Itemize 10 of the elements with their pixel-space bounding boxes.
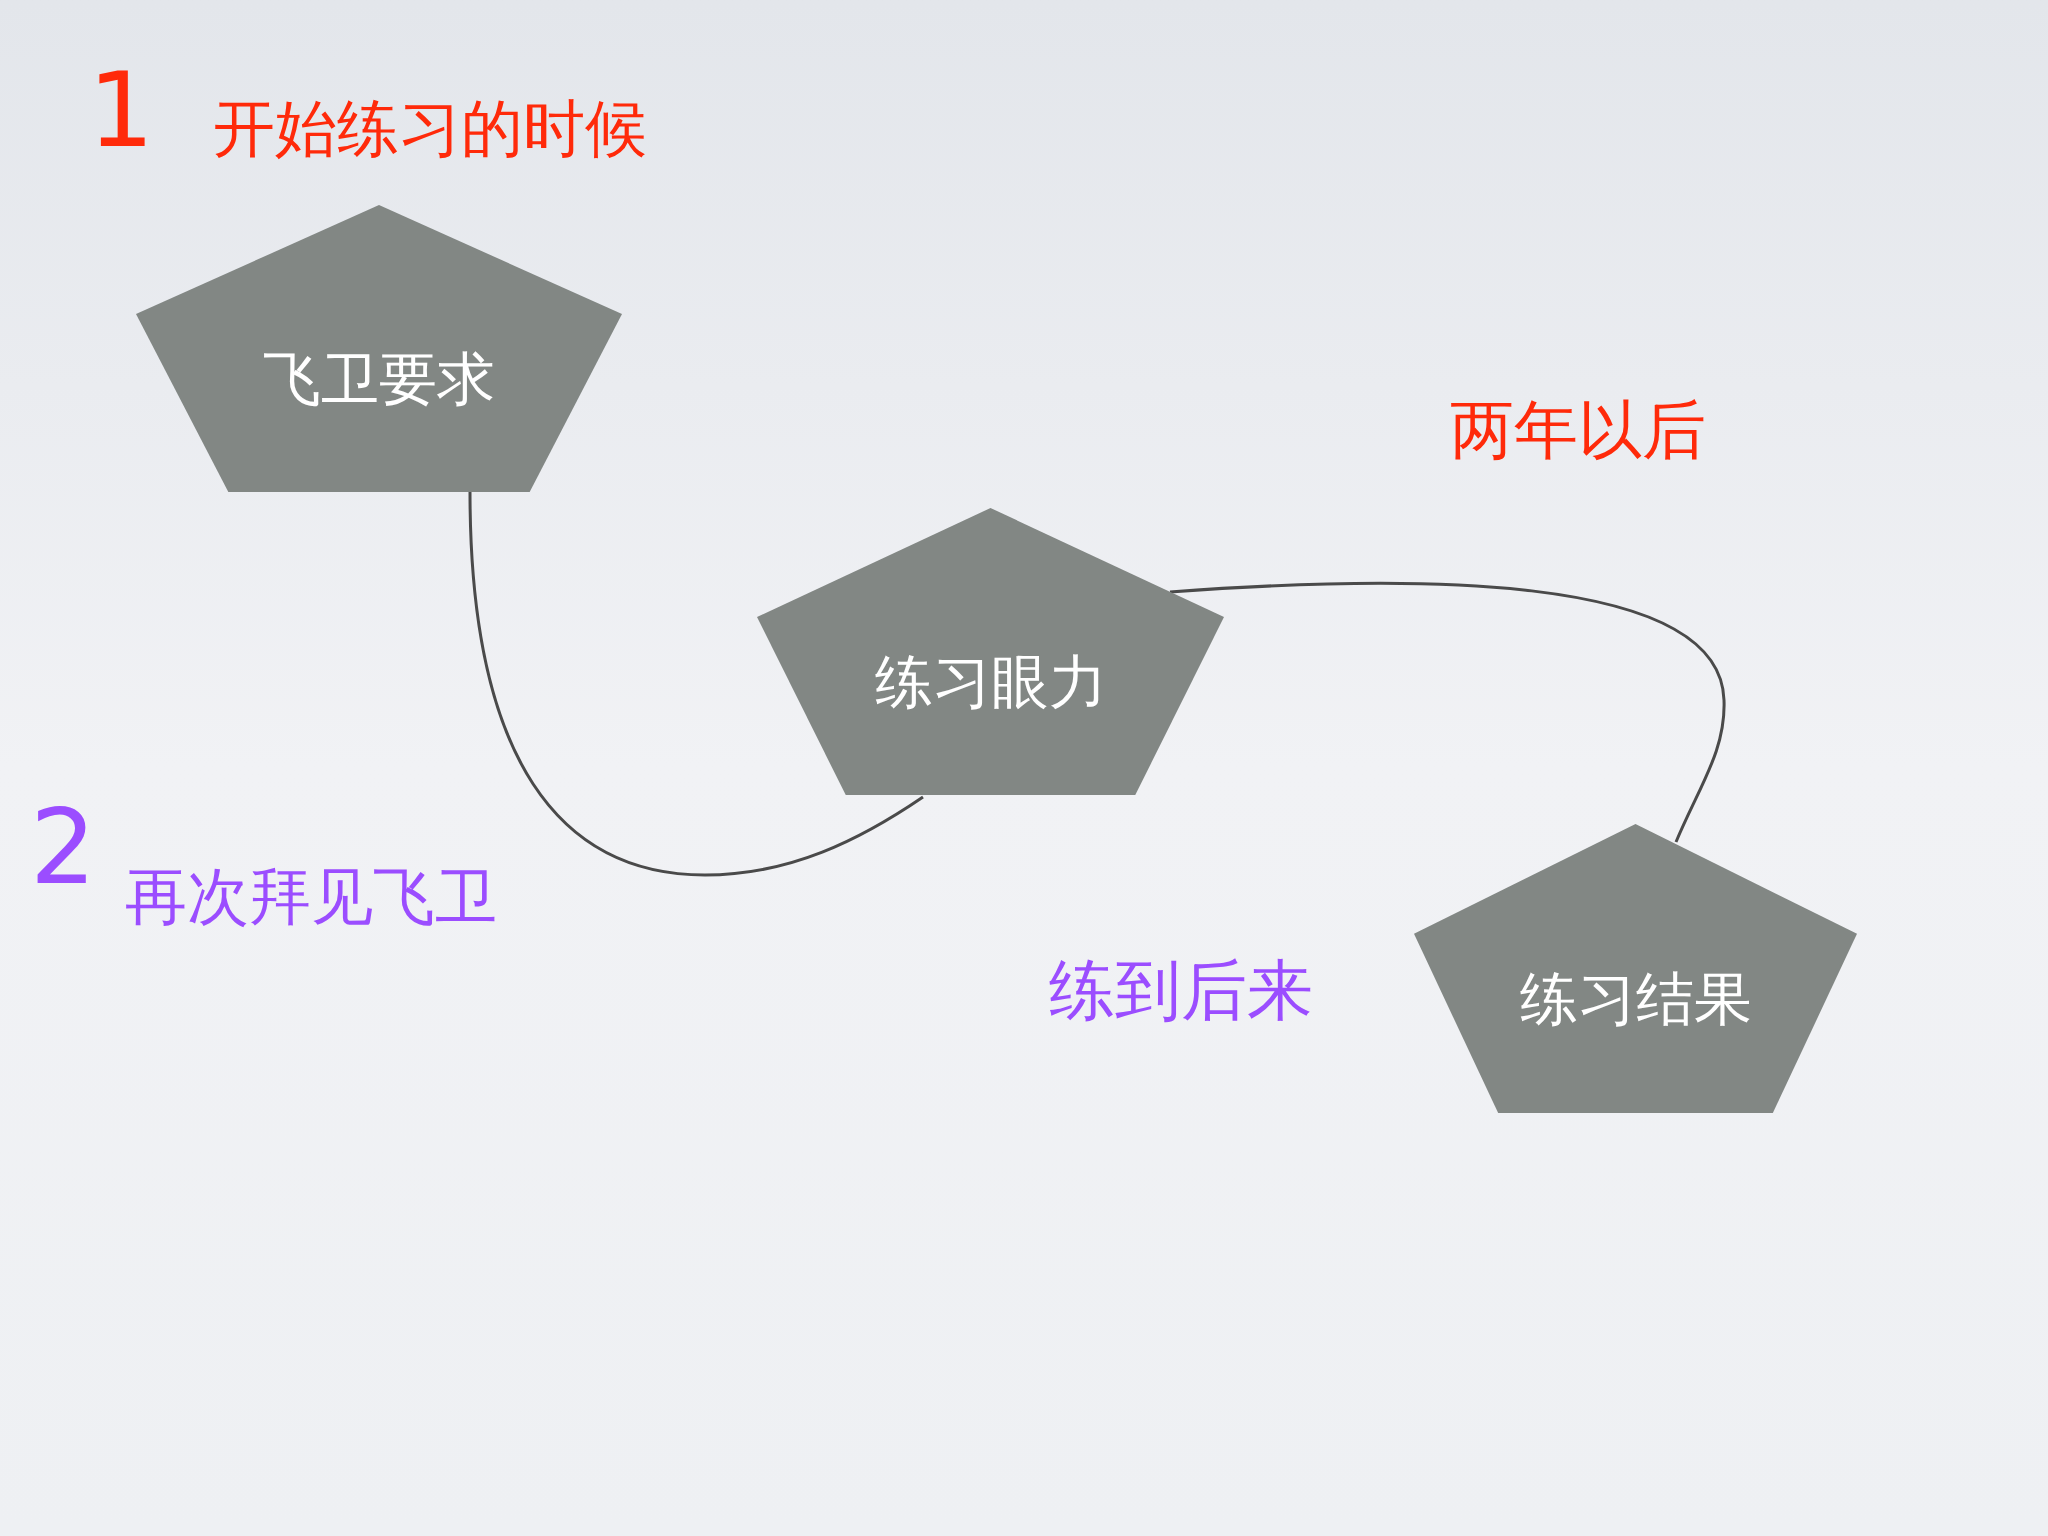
pentagon-label: 练习眼力 [874, 652, 1107, 711]
pentagon-label: 飞卫要求 [263, 349, 495, 408]
stage-label: 两年以后 [1450, 398, 1706, 462]
pentagon-label: 练习结果 [1519, 969, 1752, 1028]
step-number: 2 [30, 795, 97, 899]
stage-label: 再次拜见飞卫 [125, 866, 497, 928]
step-number: 1 [88, 58, 155, 162]
stage-label: 练到后来 [1049, 958, 1313, 1024]
connector-curve [468, 491, 924, 877]
connector-curve [1169, 581, 1726, 843]
